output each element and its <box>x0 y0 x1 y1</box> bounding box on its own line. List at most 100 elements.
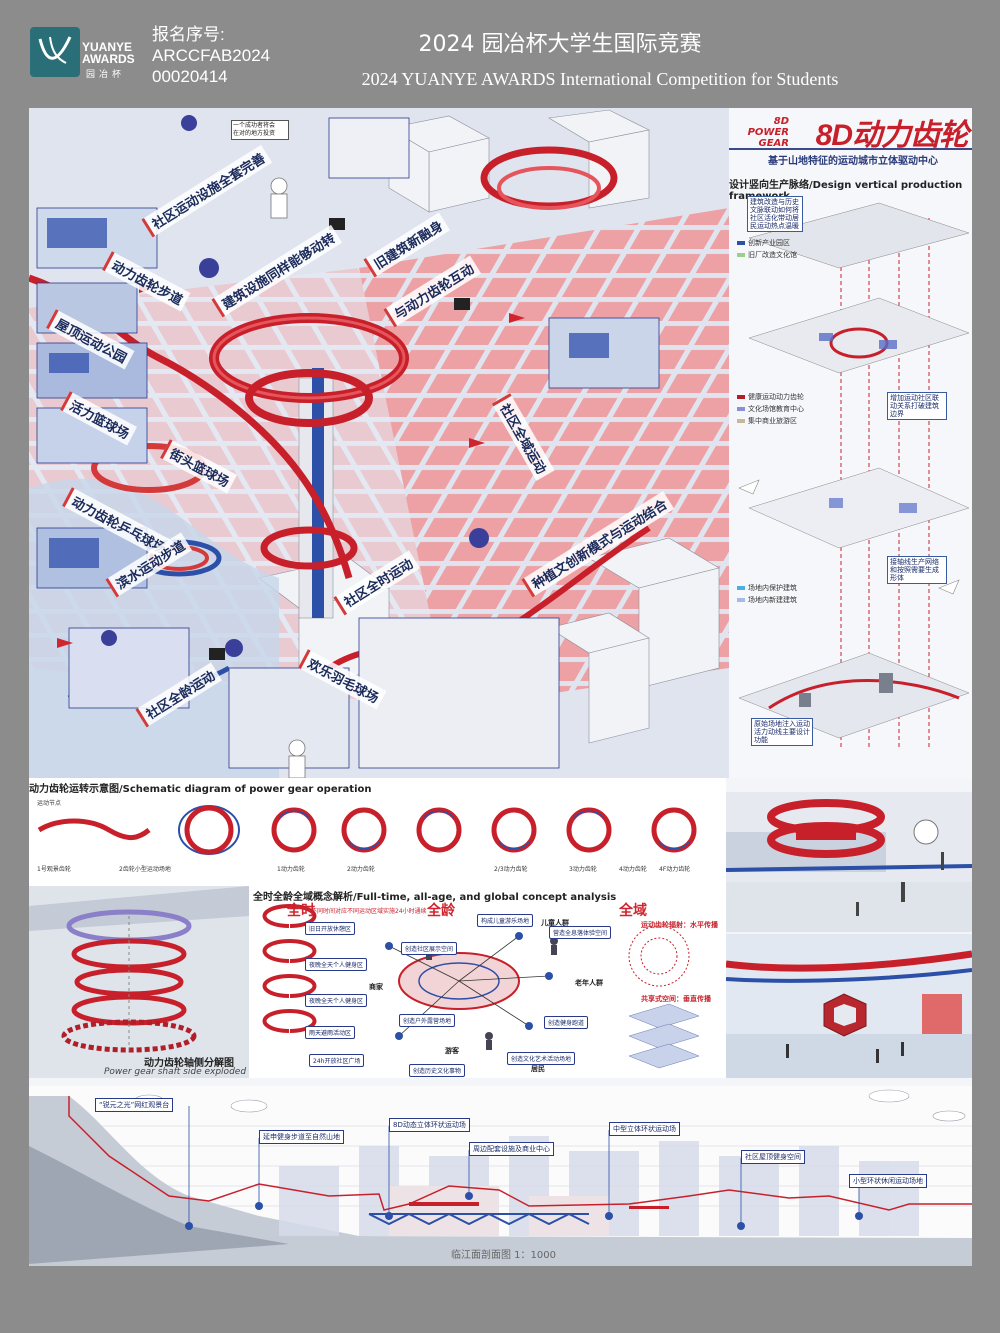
concept-analysis: 全时全龄全域概念解析/Full-time, all-age, and globa… <box>249 886 726 1078</box>
concept-note: 不同时间对应不同运动区域实施24小时通续 <box>311 908 427 915</box>
swatch-icon <box>737 241 745 245</box>
concept-box-9: 创造户外露营场地 <box>399 1014 456 1027</box>
brand-lockup: 8D POWER GEAR 8D动力齿轮 <box>729 110 972 152</box>
section-label-8d-ring: 8D动态立体环状运动场 <box>389 1118 470 1132</box>
gear-label-6: 3动力齿轮 <box>569 866 597 873</box>
swatch-icon <box>737 586 745 590</box>
legend-label: 集中商业旅游区 <box>748 417 797 425</box>
section-label-viewpoint: “锐元之光”网红观景台 <box>95 1098 174 1112</box>
section-label-trail: 延申健身步道至自然山地 <box>259 1130 344 1144</box>
yuanye-logo: YUANYE AWARDS 园冶杯 <box>30 27 145 82</box>
legend-label: 场地内保护建筑 <box>748 584 797 592</box>
gear-label-7: 4动力齿轮 <box>619 866 647 873</box>
concept-box-2: 夜晚全天个人健身区 <box>305 958 368 971</box>
render-photo-2 <box>726 934 972 1078</box>
brand-divider <box>729 148 972 150</box>
concept-tourists: 游客 <box>445 1047 459 1055</box>
gear-label-3: 1动力齿轮 <box>277 866 305 873</box>
logo-wordmark: YUANYE AWARDS <box>82 41 135 65</box>
legend-commerce: 集中商业旅游区 <box>737 416 797 426</box>
swatch-icon <box>737 407 745 411</box>
concept-box-4: 雨天避雨活动区 <box>305 1026 356 1039</box>
gear-operation-strip: 动力齿轮运转示意图/Schematic diagram of power gea… <box>29 778 726 886</box>
legend-label: 场地内新建建筑 <box>748 596 797 604</box>
legend-old-factory: 旧厂改造文化馆 <box>737 250 797 260</box>
concept-vertical: 共享式空间：垂直传播 <box>641 995 711 1003</box>
gear-strip-title: 动力齿轮运转示意图/Schematic diagram of power gea… <box>29 784 372 795</box>
concept-full-time: 全时 <box>287 903 315 919</box>
render-photo-1 <box>726 792 972 932</box>
exploded-illustration <box>29 886 249 1078</box>
legend-new-build: 场地内新建建筑 <box>737 595 797 605</box>
framework-callout-3: 接轴线生产网络和按照需要生成形体 <box>887 556 947 584</box>
concept-elderly: 老年人群 <box>575 979 603 987</box>
gear-label-4: 2动力齿轮 <box>347 866 375 873</box>
legend-label: 健康运动动力齿轮 <box>748 393 804 401</box>
concept-children: 儿童人群 <box>541 919 569 927</box>
concept-box-6: 构成儿童游乐场地 <box>477 914 534 927</box>
brand-small: 8D POWER GEAR <box>729 116 789 149</box>
framework-callout-2: 增加运动社区联动关系打破建筑边界 <box>887 392 947 420</box>
concept-horizontal: 运动齿轮辐射：水平传播 <box>641 921 718 929</box>
gear-label-2: 2齿轮小型运动场地 <box>119 866 171 873</box>
design-board: 社区运动设施全套完善 动力齿轮步道 建筑设施同样能够动转 旧建筑新融身 与动力齿… <box>29 108 972 1266</box>
legend-label: 创新产业园区 <box>748 239 790 247</box>
section-label-medium-ring: 中型立体环状运动场 <box>609 1122 680 1136</box>
gear-label-8: 4F动力齿轮 <box>659 866 691 873</box>
swatch-icon <box>737 419 745 423</box>
section-illustration <box>29 1086 972 1266</box>
exploded-caption-en: Power gear shaft side exploded view <box>104 1067 249 1077</box>
section-label-rooftop: 社区屋顶健身空间 <box>741 1150 805 1164</box>
gear-label-node: 运动节点 <box>37 800 62 807</box>
swatch-icon <box>737 253 745 257</box>
exploded-axonometric: 动力齿轮轴侧分解图 Power gear shaft side exploded… <box>29 886 249 1078</box>
render-2-illustration <box>726 934 972 1078</box>
gear-diagrams <box>37 805 697 855</box>
isometric-master-plan: 社区运动设施全套完善 动力齿轮步道 建筑设施同样能够动转 旧建筑新融身 与动力齿… <box>29 108 729 778</box>
concept-all-age: 全龄 <box>427 903 455 919</box>
legend-culture: 文化场馆教育中心 <box>737 404 804 414</box>
gear-label-1: 1号观景齿轮 <box>37 866 71 873</box>
concept-box-11: 创造文化艺术活动场地 <box>507 1052 576 1065</box>
section-label-small-ring: 小型环状休闲运动场地 <box>849 1174 927 1188</box>
brand-subtitle: 基于山地特征的运动城市立体驱动中心 <box>768 156 938 167</box>
concept-global: 全域 <box>619 903 647 919</box>
concept-diagram <box>262 904 700 1069</box>
section-caption: 临江面剖面图 1：1000 <box>451 1250 556 1261</box>
concept-title: 全时全龄全域概念解析/Full-time, all-age, and globa… <box>253 892 617 903</box>
logo-mark-icon <box>30 27 80 77</box>
swatch-icon <box>737 395 745 399</box>
framework-callout-1: 建筑改造与历史文脉联动如何将社区活化带动居民运动热点温暖 <box>747 196 803 232</box>
section-label-commerce: 周边配套设施及商业中心 <box>469 1142 554 1156</box>
iso-speech-bubble: 一个成功者将会 在对的地方投资 <box>231 120 289 140</box>
concept-residents: 居民 <box>531 1065 545 1073</box>
brand-main-title: 8D动力齿轮 <box>815 119 969 152</box>
reg-label: 报名序号: <box>152 25 225 44</box>
concept-box-5: 24h开放社区广场 <box>309 1054 365 1067</box>
header-bar: YUANYE AWARDS 园冶杯 报名序号: ARCCFAB2024 0002… <box>0 0 1000 108</box>
concept-box-10: 创造健身跑道 <box>544 1016 589 1029</box>
riverside-section: “锐元之光”网红观景台 延申健身步道至自然山地 8D动态立体环状运动场 周边配套… <box>29 1086 972 1266</box>
legend-label: 文化场馆教育中心 <box>748 405 804 413</box>
brand-small-8d: 8D <box>773 116 789 127</box>
gear-label-5: 2/3动力齿轮 <box>494 866 528 873</box>
concept-merchants: 商家 <box>369 983 383 991</box>
logo-line-2: AWARDS <box>82 52 135 66</box>
framework-callout-4: 原始场地注入运动活力动线主要设计功能 <box>751 718 813 746</box>
concept-box-7: 营造全息落体验空间 <box>549 926 612 939</box>
legend-health-gear: 健康运动动力齿轮 <box>737 392 804 402</box>
concept-box-12: 创造历史文化事物 <box>409 1064 466 1077</box>
competition-title-en: 2024 YUANYE AWARDS International Competi… <box>361 69 839 89</box>
concept-box-3: 夜晚全天个人健身区 <box>305 994 368 1007</box>
logo-cn: 园冶杯 <box>86 70 126 80</box>
swatch-icon <box>737 598 745 602</box>
concept-box-8: 创造社区展示空间 <box>401 942 458 955</box>
competition-title-cn: 2024 园冶杯大学生国际竞赛 <box>418 32 702 57</box>
legend-protected: 场地内保护建筑 <box>737 583 797 593</box>
isometric-illustration <box>29 108 729 778</box>
exploded-caption: 动力齿轮轴侧分解图 <box>144 1058 234 1069</box>
reg-no-line-1: ARCCFAB2024 <box>152 46 271 65</box>
reg-no-line-2: 00020414 <box>152 67 228 86</box>
legend-label: 旧厂改造文化馆 <box>748 251 797 259</box>
